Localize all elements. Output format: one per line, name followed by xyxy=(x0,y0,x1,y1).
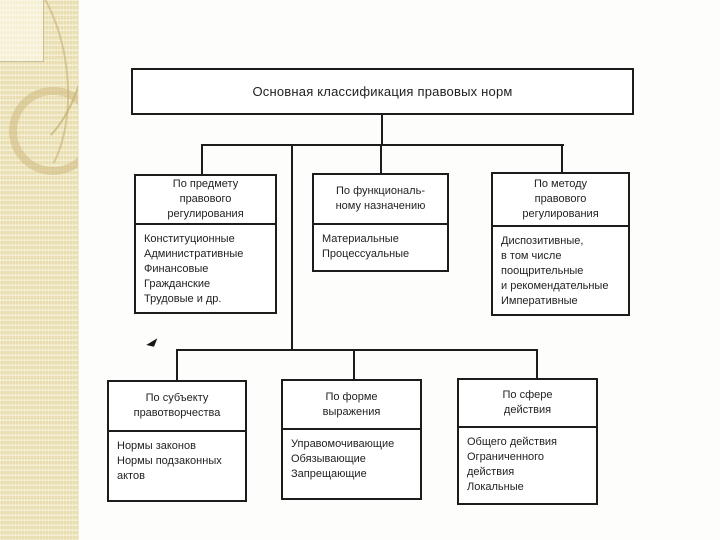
connector-line xyxy=(291,144,293,351)
stray-mark-icon xyxy=(146,338,159,348)
connector-line xyxy=(536,349,538,379)
decorative-side-band xyxy=(0,0,79,540)
connector-line xyxy=(201,144,203,175)
diagram-title-box: Основная классификация правовых норм xyxy=(131,68,634,115)
connector-line xyxy=(353,349,355,380)
ring-icon xyxy=(9,87,78,175)
node-by-functional-purpose: По функциональ-ному назначению Материаль… xyxy=(312,173,449,272)
connector-line xyxy=(380,144,382,174)
node-header: По функциональ-ному назначению xyxy=(314,175,447,225)
connector-line xyxy=(176,349,538,351)
band-corner-square xyxy=(0,0,44,62)
connector-line xyxy=(201,144,564,146)
connector-line xyxy=(561,144,563,173)
connector-line xyxy=(176,349,178,381)
connector-line xyxy=(381,113,383,146)
diagram-title: Основная классификация правовых норм xyxy=(252,84,513,99)
